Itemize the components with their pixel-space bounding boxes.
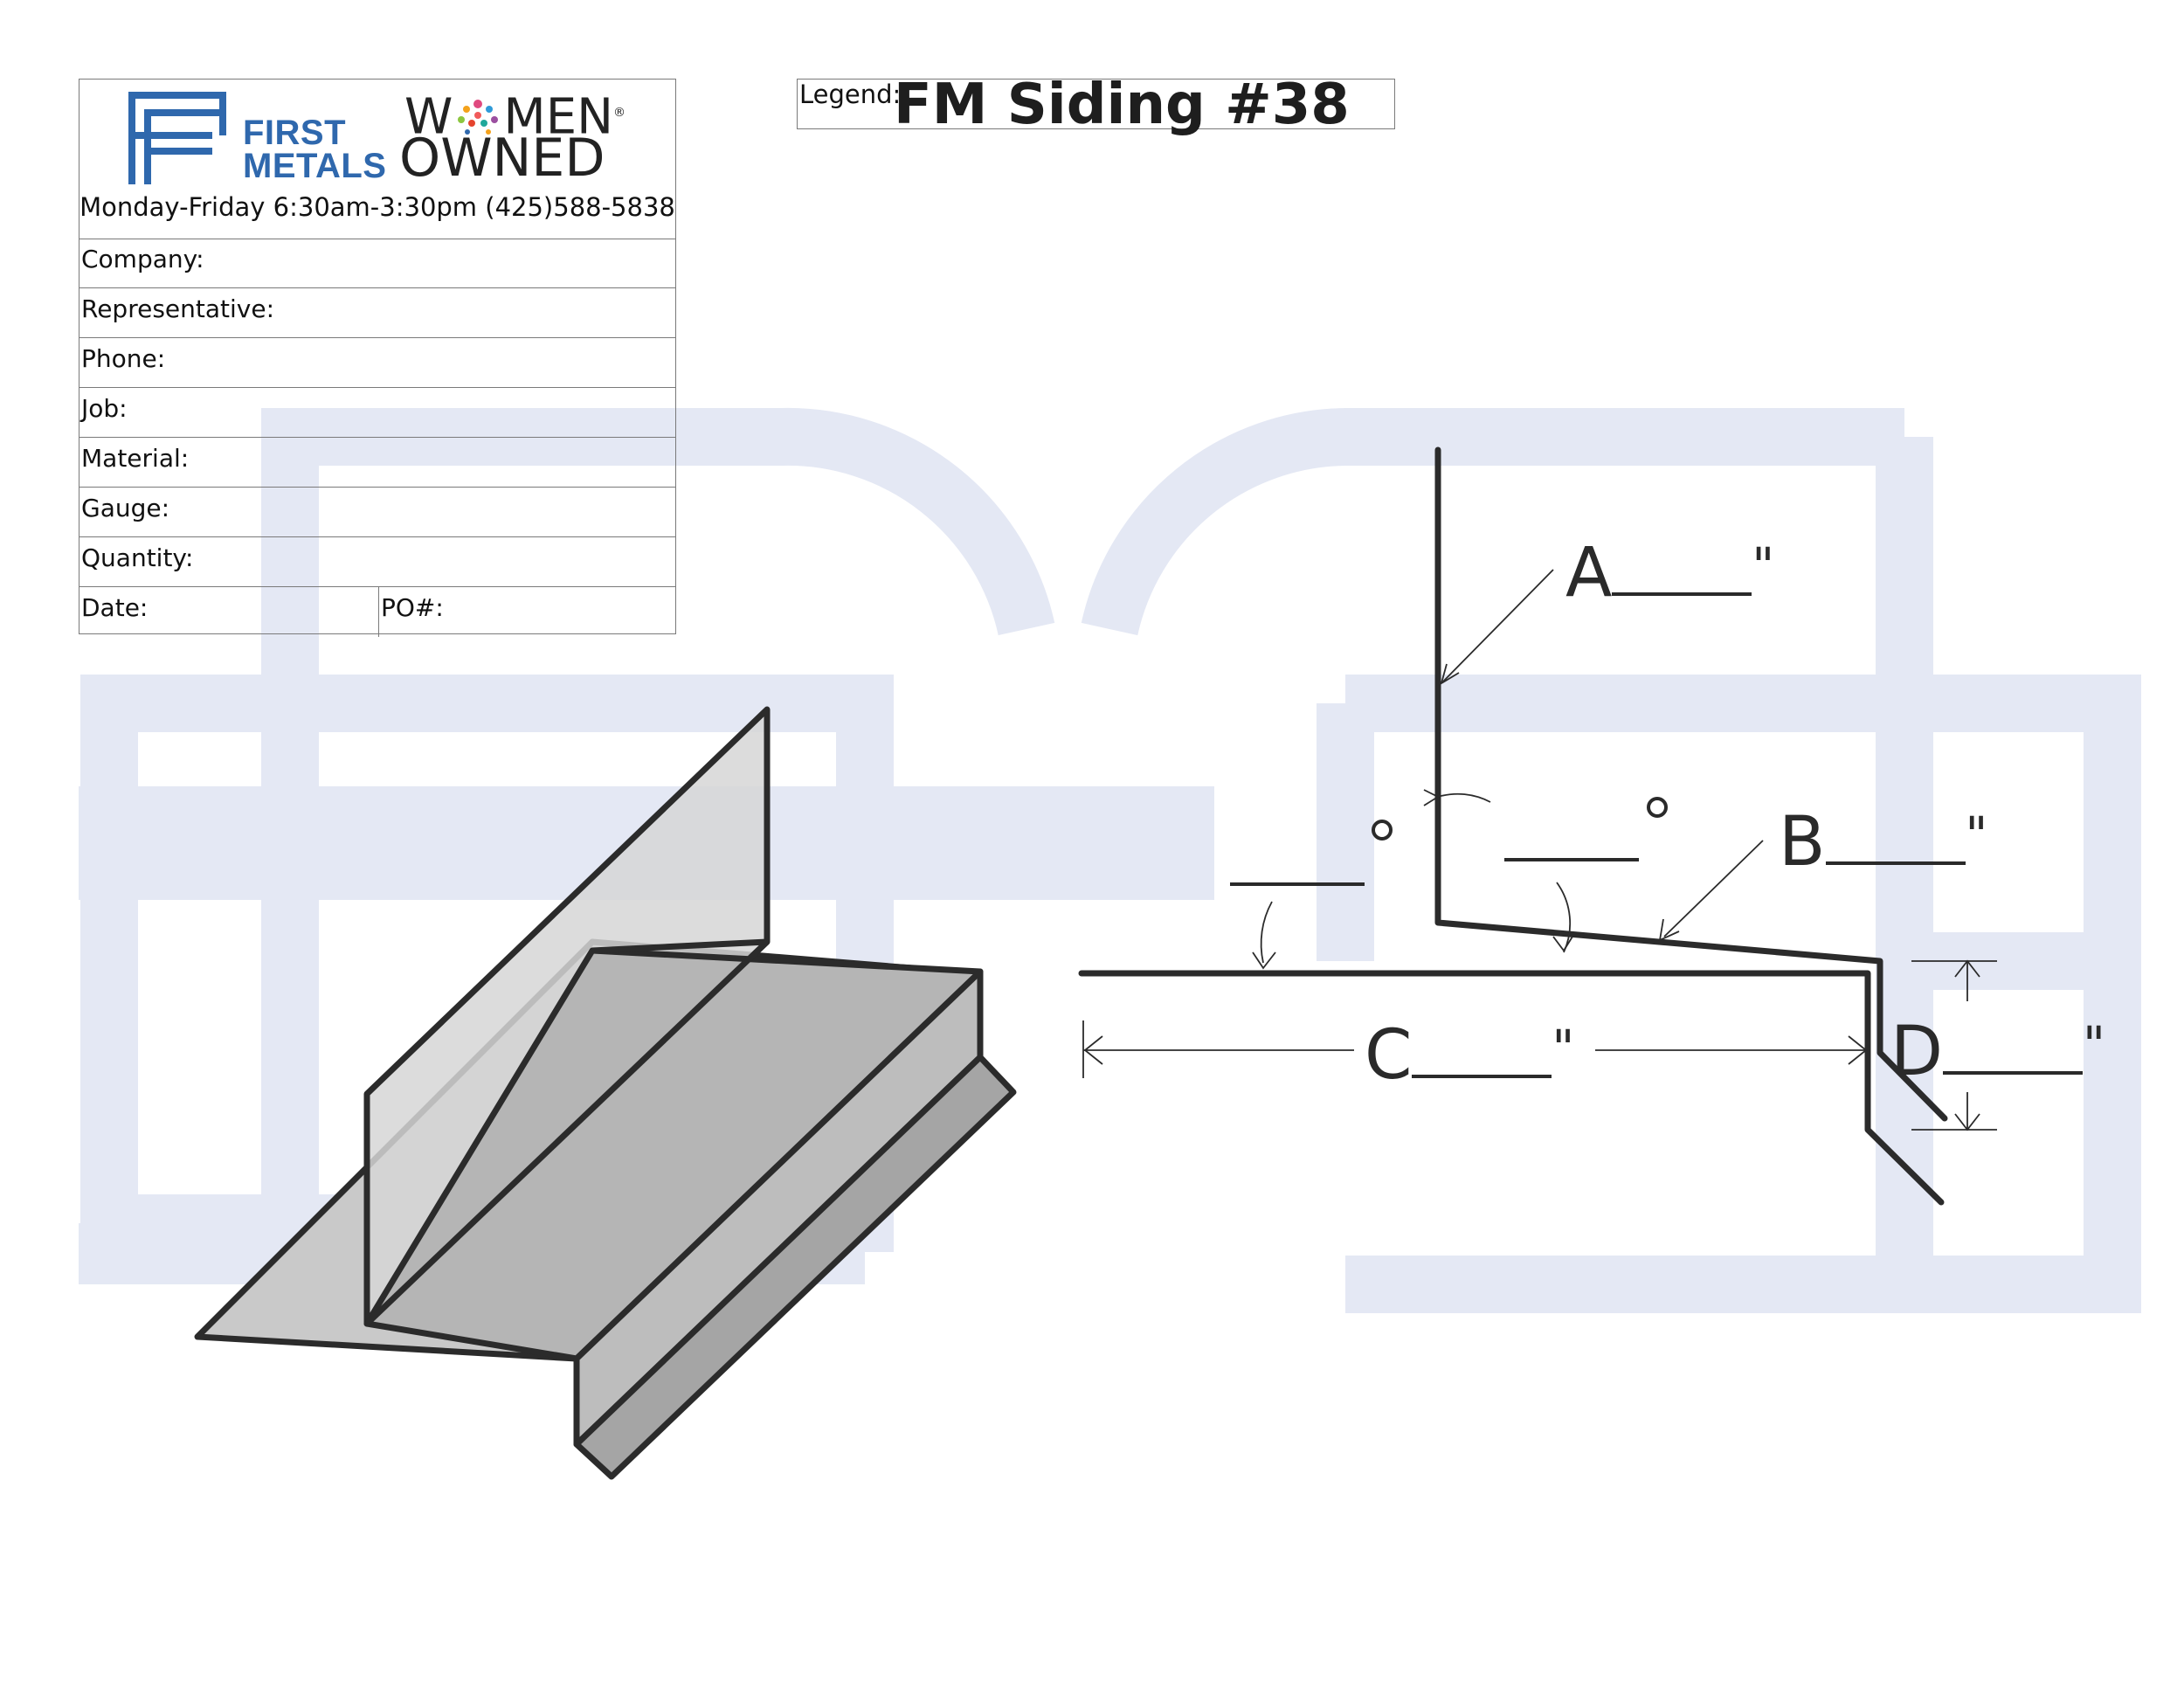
fold-line-2 — [591, 938, 768, 954]
phone-label: Phone: — [81, 344, 166, 373]
po-field[interactable]: PO#: — [378, 587, 675, 637]
job-label: Job: — [81, 394, 128, 423]
date-po-row: Date: PO#: — [79, 587, 675, 637]
po-label: PO#: — [381, 593, 444, 622]
representative-field[interactable]: Representative: — [79, 288, 675, 338]
company-name-line2: METALS — [243, 147, 387, 185]
legend-label: Legend: — [799, 80, 902, 109]
gauge-label: Gauge: — [81, 494, 170, 522]
dimension-c-unit: " — [1552, 1020, 1575, 1077]
dimension-b-unit: " — [1965, 807, 1988, 864]
date-label: Date: — [81, 593, 149, 622]
company-label: Company: — [81, 245, 204, 273]
dimension-c-blank[interactable] — [1412, 1022, 1552, 1078]
dimension-a-letter: A — [1565, 534, 1613, 612]
quantity-field[interactable]: Quantity: — [79, 537, 675, 587]
phone-field[interactable]: Phone: — [79, 338, 675, 388]
dimension-c-label: C" — [1365, 1020, 1574, 1090]
representative-label: Representative: — [81, 294, 275, 323]
hem-kick — [573, 1054, 1017, 1480]
fold-line — [364, 939, 770, 1326]
dimension-d-blank[interactable] — [1943, 1019, 2084, 1075]
dimension-b-label: B" — [1779, 807, 1987, 877]
angle-left-input[interactable] — [1230, 828, 1365, 884]
registered-mark: ® — [612, 106, 625, 120]
company-name-line1: FIRST — [243, 114, 347, 152]
gauge-field[interactable]: Gauge: — [79, 488, 675, 537]
dimension-d-label: D" — [1890, 1017, 2105, 1087]
badge-men: MEN — [503, 88, 613, 146]
dimension-d-letter: D — [1890, 1013, 1944, 1091]
job-field[interactable]: Job: — [79, 388, 675, 438]
dimension-b-blank[interactable] — [1825, 809, 1966, 865]
upper-profile-line — [1434, 446, 1948, 1122]
material-label: Material: — [81, 444, 190, 473]
dimension-d-unit: " — [2083, 1017, 2105, 1074]
dimension-a-blank[interactable] — [1612, 540, 1752, 596]
women-owned-badge: W MEN® — [399, 85, 667, 186]
dimension-b-letter: B — [1779, 803, 1826, 882]
order-form: FIRST METALS W — [79, 79, 676, 637]
dimension-a-label: A" — [1565, 538, 1774, 608]
quantity-label: Quantity: — [81, 543, 194, 572]
legend-box: Legend: FM Siding #38 — [797, 73, 1395, 137]
company-field[interactable]: Company: — [79, 239, 675, 288]
badge-w: W — [404, 88, 453, 146]
women-owned-dots-icon — [453, 95, 503, 137]
dimension-a-unit: " — [1752, 538, 1775, 595]
dimension-c-letter: C — [1365, 1016, 1413, 1095]
angle-right-input[interactable] — [1504, 804, 1639, 860]
hours-phone: Monday-Friday 6:30am-3:30pm (425)588-583… — [79, 192, 675, 222]
first-metals-logo-icon — [128, 92, 226, 184]
company-name: FIRST METALS — [243, 114, 444, 185]
material-field[interactable]: Material: — [79, 438, 675, 488]
badge-owned: OWNED — [399, 128, 605, 189]
form-header: FIRST METALS W — [79, 80, 675, 239]
legend-title: FM Siding #38 — [894, 73, 1350, 137]
